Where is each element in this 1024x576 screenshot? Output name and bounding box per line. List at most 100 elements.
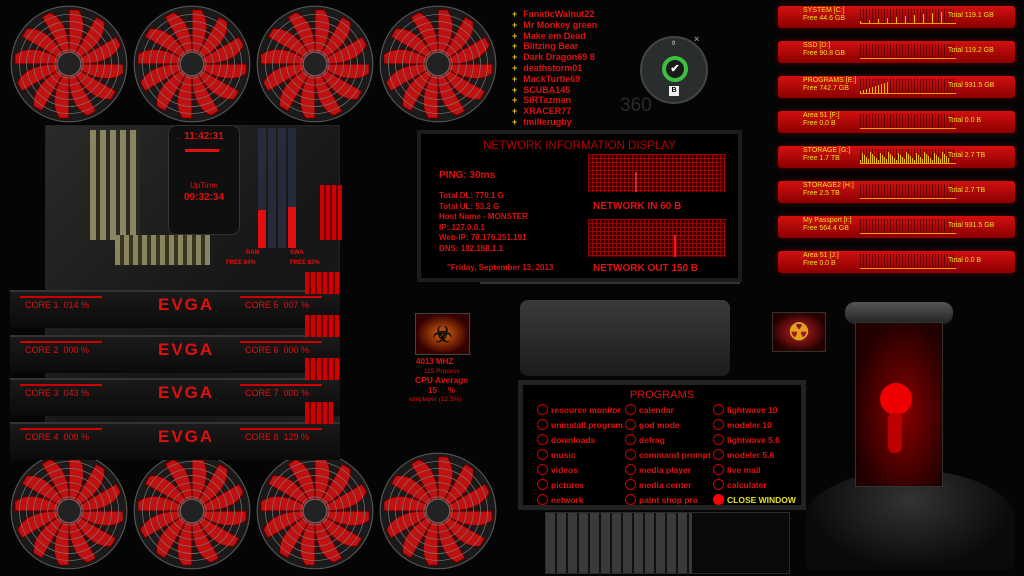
check-icon[interactable]: ✔ [662,56,688,82]
network-stat: Host Name - MONSTER [439,212,528,221]
close-window-button[interactable]: CLOSE WINDOW [713,494,796,505]
program-launcher[interactable]: god mode [625,419,680,430]
drive-meter[interactable]: Area 51 [F:]Free 0.0 B Total 0.0 B [778,111,1015,133]
program-launcher[interactable]: music [537,449,576,460]
drive-name: STORAGE2 [H:] [803,182,854,189]
drive-name: Area 51 [F:] [803,112,840,119]
power-cable [305,315,340,337]
radio-icon [713,404,724,415]
radiation-icon[interactable]: ☢ [772,312,826,352]
drive-free: Free 0.0 B [803,120,836,127]
drive-free: Free 742.7 GB [803,85,849,92]
program-launcher[interactable]: videos [537,464,578,475]
radio-icon [713,464,724,475]
core-usage: CORE 2 000 % [25,345,89,355]
friend-item[interactable]: +Mr Monkey green [512,20,597,31]
program-launcher[interactable]: defrag [625,434,665,445]
program-launcher[interactable]: modeler 5.6 [713,449,774,460]
program-label: god mode [639,419,680,430]
evga-logo: EVGA [158,295,215,314]
drive-activity-graph [860,254,956,269]
cpu-average-unit: % [448,386,456,395]
friend-item[interactable]: +XRACER77 [512,106,597,117]
drive-activity-graph [860,9,956,24]
close-icon[interactable]: × [694,34,700,44]
core-bar [240,296,322,298]
friend-item[interactable]: +Dark Dragon69 8 [512,52,597,63]
program-launcher[interactable]: live mail [713,464,761,475]
network-out: NETWORK OUT 150 B [593,263,699,274]
close-dot-icon [713,494,724,505]
friend-name: FanaticWalnut22 [523,9,595,19]
biohazard-icon: ☣ [415,313,470,355]
friend-name: Mr Monkey green [523,19,598,30]
program-launcher[interactable]: media player [625,464,691,475]
plus-icon: + [512,41,518,52]
drive-total: Total 0.0 B [948,117,982,124]
ram-gauge [258,128,266,248]
date: "Friday, September 13, 2013 [447,263,554,272]
program-launcher[interactable]: paint shop pro [625,494,698,505]
program-launcher[interactable]: pictures [537,479,584,490]
drive-activity-graph [860,184,956,199]
friend-item[interactable]: +deathstorm01 [512,63,597,74]
program-label: modeler 10 [727,419,772,430]
friend-item[interactable]: +FanaticWalnut22 [512,9,597,20]
program-label: downloads [551,434,596,445]
radio-icon [537,419,548,430]
fan-icon [10,452,128,570]
drive-total: Total 2.7 TB [948,152,986,159]
drive-activity-graph [860,219,956,234]
program-launcher[interactable]: calculater [713,479,767,490]
b-button[interactable]: B [669,86,679,96]
program-label: lightwave 10 [727,404,778,415]
program-launcher[interactable]: downloads [537,434,595,445]
program-launcher[interactable]: network [537,494,584,505]
friend-name: SiRTazman [523,95,572,106]
friend-item[interactable]: +SiRTazman [512,95,597,106]
program-launcher[interactable]: uninstall program [537,419,623,430]
radio-icon [625,434,636,445]
drive-total: Total 119.2 GB [948,47,994,54]
program-launcher[interactable]: command prompt [625,449,711,460]
program-label: media center [639,479,692,490]
network-stat: Total DL: 770.1 G [439,191,504,200]
drive-name: STORAGE [G:] [803,147,851,154]
fan-icon [379,452,497,570]
cpu-average: 15 [428,386,437,395]
top-process: wmplayer (12.5%) [409,396,462,403]
friend-item[interactable]: +MackTurtle69 [512,74,597,85]
xbox-logo-text: 360 [620,95,652,116]
friend-item[interactable]: +Blitzing Bear [512,41,597,52]
drive-name: My Passport [I:] [803,217,852,224]
program-launcher[interactable]: lightwave 5.6 [713,434,780,445]
program-launcher[interactable]: lightwave 10 [713,404,778,415]
friend-item[interactable]: +tmillerugby [512,117,597,128]
network-stat: DNS: 192.168.1.1 [439,243,504,253]
friend-item[interactable]: +SCUBA145 [512,85,597,96]
program-launcher[interactable]: resource monitor [537,404,621,415]
uptime-value: 09:32:34 [183,192,225,203]
program-launcher[interactable]: media center [625,479,691,490]
xbox-gamepad-widget[interactable]: ✔ 0 B [640,36,708,104]
network-stat: Total UL: 53.2 G [439,201,500,211]
drive-free: Free 90.8 GB [803,50,846,57]
friend-name: Make em Dead [523,30,586,41]
fan-icon [379,5,497,123]
radio-icon [713,449,724,460]
radio-icon [625,464,636,475]
drive-baseline [860,233,956,234]
program-launcher[interactable]: modeler 10 [713,419,772,430]
program-launcher[interactable]: calendar [625,404,674,415]
ping: PING: 30ms [439,170,496,181]
friend-item[interactable]: +Make em Dead [512,31,597,42]
